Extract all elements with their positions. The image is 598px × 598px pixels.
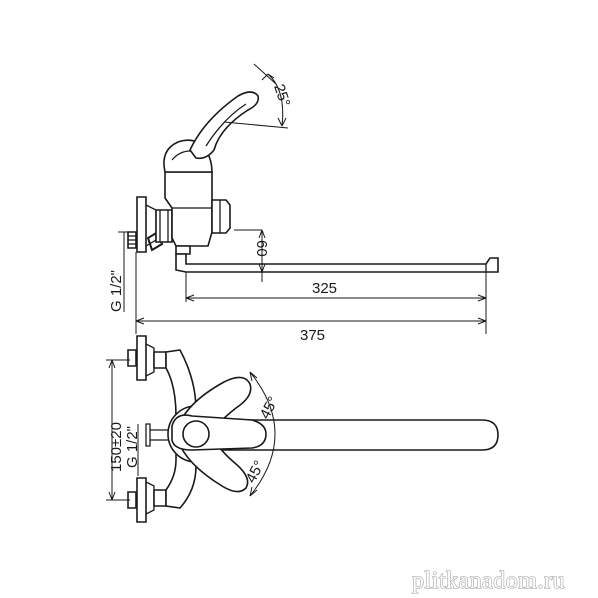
dim-lever-angle: 25°	[270, 82, 293, 109]
dim-spout-height: 60	[253, 240, 270, 257]
lever-handle	[189, 91, 260, 160]
wall-flange	[136, 196, 147, 253]
dim-swing-upper: 45°	[257, 394, 283, 422]
watermark: plitkanadom.ru	[412, 568, 565, 594]
dim-center-distance: 150±20	[108, 422, 125, 472]
dim-spout-reach: 325	[312, 280, 337, 297]
diverter-knob	[211, 199, 231, 234]
lower-flange	[136, 477, 147, 523]
dim-thread-side: G 1/2"	[108, 270, 125, 312]
mixer-body	[164, 171, 213, 247]
side-view	[127, 91, 499, 273]
swing-spout	[213, 419, 499, 451]
upper-flange	[136, 335, 147, 381]
side-dimensions: 25° 60 325 375 G 1/2"	[108, 63, 487, 344]
front-view	[127, 335, 499, 523]
dim-overall-length: 375	[300, 327, 325, 344]
union-nut	[155, 209, 173, 243]
dim-thread-front: G 1/2"	[124, 426, 141, 468]
spout	[175, 253, 499, 273]
